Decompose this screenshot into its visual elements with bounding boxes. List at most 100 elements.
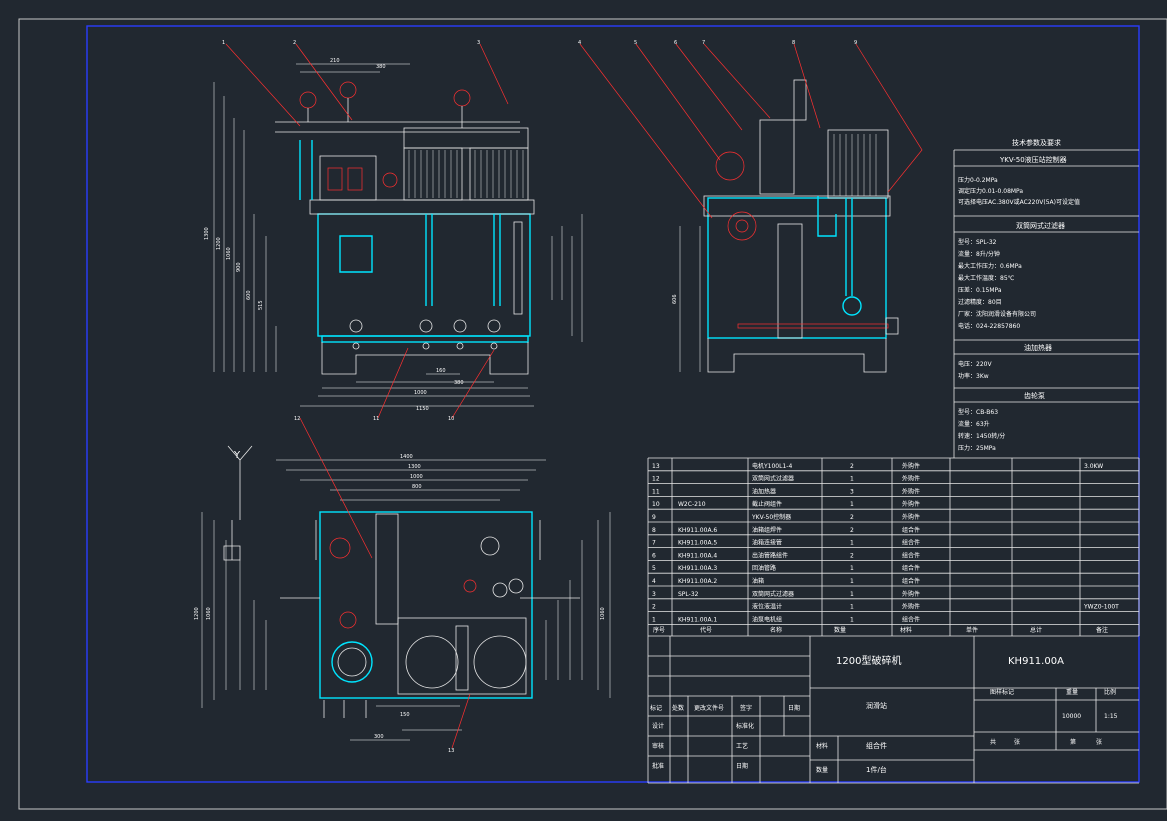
- parts-cell-qty: 2: [850, 527, 854, 534]
- weight-label: 重量: [1066, 688, 1078, 696]
- parts-cell-code: KH911.00A.2: [678, 578, 717, 585]
- tech-sec2-line: 流量：8升/分钟: [958, 250, 1000, 258]
- tech-sec2-line: 压差：0.15MPa: [958, 286, 1002, 294]
- svg-text:600: 600: [246, 290, 252, 300]
- svg-text:160: 160: [436, 368, 446, 374]
- parts-cell-qty: 2: [850, 514, 854, 521]
- parts-cell-no: 9: [652, 514, 656, 521]
- product-name: 1200型破碎机: [836, 654, 901, 667]
- parts-cell-mat: 外购件: [902, 475, 920, 483]
- balloon-7: 7: [702, 40, 705, 46]
- svg-text:1300: 1300: [204, 227, 210, 240]
- parts-cell-qty: 1: [850, 565, 854, 572]
- scale-label: 比例: [1104, 688, 1116, 696]
- header-material: 材料: [900, 626, 912, 634]
- balloon-11: 11: [373, 416, 379, 422]
- parts-cell-qty: 1: [850, 604, 854, 611]
- tech-sec4-line: 型号：CB-B63: [958, 408, 998, 416]
- header-no: 序号: [653, 626, 665, 634]
- tech-sec1-title: YKV-50液压站控制器: [999, 155, 1067, 164]
- svg-text:1300: 1300: [408, 464, 421, 470]
- parts-cell-name: 油箱组焊件: [752, 526, 782, 534]
- parts-cell-qty: 1: [850, 616, 854, 623]
- tech-spec-table: 技术参数及要求 YKV-50液压站控制器 压力0-0.2MPa 调定压力0.01…: [953, 138, 1139, 458]
- qty-value: 1件/台: [866, 765, 887, 774]
- parts-cell-mat: 组合件: [902, 539, 920, 547]
- sheet-current-label: 第: [1070, 738, 1076, 746]
- sheet-outer-border: [18, 18, 1167, 810]
- balloon-12: 12: [294, 416, 300, 422]
- tech-sec3-line: 电压：220V: [958, 360, 992, 368]
- balloon-13: 13: [448, 748, 454, 754]
- svg-text:1200: 1200: [194, 607, 200, 620]
- svg-text:800: 800: [412, 484, 422, 490]
- svg-text:380: 380: [454, 380, 464, 386]
- parts-cell-qty: 1: [850, 578, 854, 585]
- header-weight-total: 总计: [1030, 626, 1042, 634]
- count-label: 处数: [672, 704, 684, 712]
- parts-cell-mat: 外购件: [902, 603, 920, 611]
- std-label: 标准化: [736, 722, 754, 730]
- svg-text:1060: 1060: [206, 607, 212, 620]
- balloon-2: 2: [293, 40, 296, 46]
- parts-cell-code: KH911.00A.6: [678, 527, 717, 534]
- tech-sec2-line: 厂家：沈阳润滑设备有限公司: [958, 310, 1036, 318]
- tech-sec2-line: 电话：024-22857860: [958, 322, 1020, 330]
- tech-sec2-line: 最大工作压力：0.6MPa: [958, 262, 1022, 270]
- date-label: 日期: [788, 704, 800, 712]
- parts-cell-note: 3.0KW: [1084, 463, 1103, 470]
- parts-cell-name: 油加热器: [752, 487, 776, 495]
- tech-sec1-line: 压力0-0.2MPa: [958, 176, 998, 184]
- tech-sec3-line: 功率：3Kw: [958, 372, 989, 380]
- balloon-3: 3: [477, 40, 480, 46]
- svg-text:300: 300: [374, 734, 384, 740]
- svg-text:1400: 1400: [400, 454, 413, 460]
- material-value: 组合件: [866, 741, 887, 750]
- tech-sec3-title: 油加热器: [1024, 343, 1052, 352]
- header-code: 代号: [700, 626, 712, 634]
- parts-cell-no: 5: [652, 565, 656, 572]
- tech-sec4-line: 流量：63升: [958, 420, 990, 428]
- parts-cell-qty: 2: [850, 463, 854, 470]
- balloon-6: 6: [674, 40, 677, 46]
- parts-cell-qty: 1: [850, 476, 854, 483]
- parts-cell-name: YKV-50控制器: [751, 513, 791, 521]
- tech-sec2-line: 最大工作温度：85℃: [958, 274, 1015, 282]
- header-weight-single: 单件: [966, 626, 978, 634]
- sheet-unit: 张: [1096, 738, 1102, 746]
- parts-cell-code: KH911.00A.4: [678, 552, 717, 559]
- header-name: 名称: [770, 626, 782, 634]
- parts-cell-note: YWZ0-100T: [1083, 604, 1119, 611]
- parts-cell-mat: 组合件: [902, 526, 920, 534]
- parts-cell-name: 双筒网式过滤器: [752, 475, 794, 483]
- sheet-total-label: 共: [990, 738, 996, 746]
- svg-text:380: 380: [376, 64, 386, 70]
- parts-cell-mat: 外购件: [902, 590, 920, 598]
- side-view: 606 4 5 6 7 8 9: [578, 40, 923, 373]
- parts-cell-name: 截止阀组件: [752, 500, 782, 508]
- parts-cell-name: 油泵电机组: [752, 615, 782, 623]
- parts-cell-no: 10: [652, 501, 660, 508]
- parts-cell-name: 油箱连接管: [752, 539, 782, 547]
- parts-cell-name: 电机Y100L1-4: [752, 462, 792, 470]
- parts-cell-no: 1: [652, 616, 656, 623]
- parts-cell-name: 出油管路组件: [752, 551, 788, 559]
- parts-cell-no: 2: [652, 604, 656, 611]
- parts-cell-mat: 外购件: [902, 513, 920, 521]
- parts-cell-no: 13: [652, 463, 660, 470]
- parts-cell-name: 油箱: [752, 577, 764, 585]
- parts-cell-name: 回油管路: [752, 564, 776, 572]
- svg-text:900: 900: [236, 262, 242, 272]
- stage-label: 图样标记: [990, 688, 1014, 696]
- parts-cell-no: 12: [652, 476, 660, 483]
- parts-cell-mat: 组合件: [902, 551, 920, 559]
- plan-view: Y 1400 1300 1000 800 1200 1060 1060: [194, 416, 611, 754]
- drawing-number: KH911.00A: [1008, 656, 1064, 667]
- tech-sec2-line: 过滤精度：80目: [958, 298, 1002, 306]
- sheet-unit: 张: [1014, 738, 1020, 746]
- svg-text:1060: 1060: [600, 607, 606, 620]
- parts-cell-name: 液位液温计: [752, 603, 782, 611]
- parts-cell-qty: 1: [850, 540, 854, 547]
- parts-cell-no: 6: [652, 552, 656, 559]
